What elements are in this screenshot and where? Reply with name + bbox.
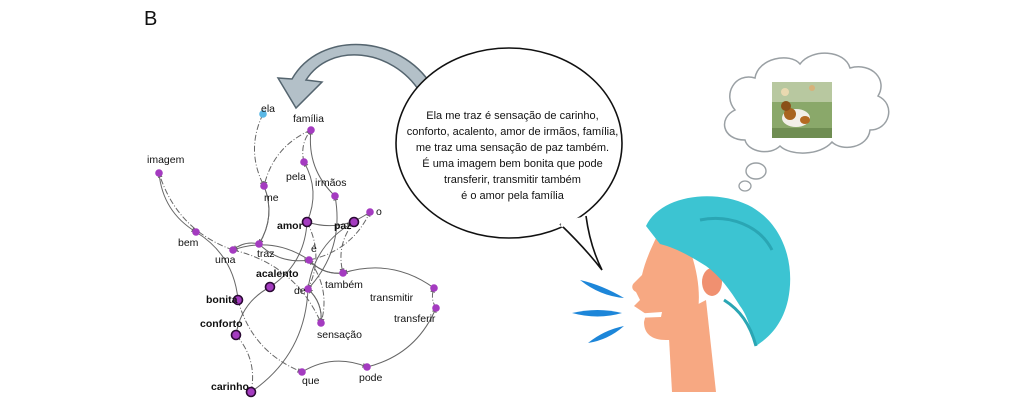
graph-edge xyxy=(303,161,314,223)
graph-edge xyxy=(258,185,270,245)
graph-edge xyxy=(307,195,339,290)
graph-node-label-que: que xyxy=(302,375,320,387)
graph-node-paz xyxy=(348,216,360,228)
graph-node-transferir xyxy=(432,304,440,312)
graph-edge xyxy=(235,334,254,393)
graph-edge xyxy=(306,211,371,227)
graph-node-label-familia: família xyxy=(293,113,324,125)
graph-node-label-sensacao: sensação xyxy=(317,329,362,341)
graph-node-label-imagem: imagem xyxy=(147,154,185,166)
speech-line: transferir, transmitir também xyxy=(444,174,581,186)
speech-text: Ela me traz é sensação de carinho, confo… xyxy=(400,108,625,204)
graph-node-traz xyxy=(255,240,263,248)
graph-edge xyxy=(306,221,317,290)
graph-edge xyxy=(157,172,234,251)
panel-label: B xyxy=(144,8,158,30)
graph-node-imagem xyxy=(155,169,163,177)
graph-edge xyxy=(158,172,197,233)
graph-node-label-ela: ela xyxy=(261,103,275,115)
graph-node-bonita xyxy=(232,294,244,306)
speech-line: É uma imagem bem bonita que pode xyxy=(422,158,603,170)
graph-node-pode xyxy=(363,363,371,371)
graph-edge xyxy=(269,221,310,288)
graph-node-label-acalento: acalento xyxy=(256,268,299,280)
graph-node-carinho xyxy=(245,386,257,398)
graph-edge xyxy=(237,299,303,373)
graph-node-label-conforto: conforto xyxy=(200,318,243,330)
dog-photo-image xyxy=(772,82,832,138)
graph-edge xyxy=(302,129,312,163)
graph-node-sensacao xyxy=(317,319,325,327)
graph-edge xyxy=(254,113,265,187)
graph-node-label-me: me xyxy=(264,192,279,204)
graph-edge xyxy=(195,231,241,301)
graph-edge xyxy=(342,267,435,289)
graph-node-e xyxy=(305,256,313,264)
graph-node-irmaos xyxy=(331,192,339,200)
graph-node-tambem xyxy=(339,269,347,277)
graph-edge xyxy=(307,221,355,290)
graph-node-label-transmitir: transmitir xyxy=(370,292,414,304)
graph-edges xyxy=(157,113,437,393)
graph-node-uma xyxy=(229,246,237,254)
graph-edge xyxy=(366,307,437,368)
graph-node-label-transferir: transferir xyxy=(394,313,436,325)
graph-node-label-traz: traz xyxy=(257,248,275,260)
graph-node-label-paz: paz xyxy=(334,220,352,232)
graph-node-que xyxy=(298,368,306,376)
graph-node-bem xyxy=(192,228,200,236)
graph-node-label-carinho: carinho xyxy=(211,381,249,393)
graph-edge xyxy=(308,129,336,197)
graph-edge xyxy=(308,211,371,261)
speech-line: Ela me traz é sensação de carinho, xyxy=(426,110,599,122)
graph-edge xyxy=(307,288,322,324)
graph-node-label-bem: bem xyxy=(178,237,199,249)
graph-node-label-pode: pode xyxy=(359,372,383,384)
graph-node-amor xyxy=(301,216,313,228)
graph-node-o xyxy=(366,208,374,216)
graph-node-label-e: é xyxy=(311,243,317,255)
speech-line: me traz uma sensação de paz também. xyxy=(415,142,610,154)
breath-icon xyxy=(572,280,624,343)
speaking-head-image xyxy=(632,196,791,392)
graph-node-label-bonita: bonita xyxy=(206,294,238,306)
graph-node-me xyxy=(260,182,268,190)
graph-node-transmitir xyxy=(430,284,438,292)
graph-edge xyxy=(250,288,309,393)
graph-node-label-tambem: também xyxy=(325,279,363,291)
graph-node-ela xyxy=(259,110,267,118)
graph-node-label-o: o xyxy=(376,206,382,218)
graph-node-familia xyxy=(307,126,315,134)
graph-node-pela xyxy=(300,158,308,166)
graph-node-label-pela: pela xyxy=(286,171,306,183)
speech-bubble xyxy=(395,47,623,271)
speech-line: conforto, acalento, amor de irmãos, famí… xyxy=(406,126,619,138)
graph-edge xyxy=(258,243,310,264)
graph-edge xyxy=(235,286,271,336)
graph-edge xyxy=(232,249,322,324)
graph-node-label-uma: uma xyxy=(215,254,236,266)
graph-edge xyxy=(232,244,310,261)
graph-node-conforto xyxy=(230,329,242,341)
graph-node-label-de: de xyxy=(294,285,306,297)
graph-node-label-irmaos: irmãos xyxy=(315,177,347,189)
graph-edge xyxy=(262,129,312,187)
graph-node-label-amor: amor xyxy=(277,220,303,232)
graph-edge xyxy=(308,259,325,324)
graph-node-de xyxy=(304,285,312,293)
graph-edge xyxy=(301,360,368,373)
speech-line: é o amor pela família xyxy=(461,190,564,202)
thought-cloud xyxy=(723,52,890,192)
curved-arrow-icon xyxy=(276,43,434,110)
graph-node-acalento xyxy=(264,281,276,293)
